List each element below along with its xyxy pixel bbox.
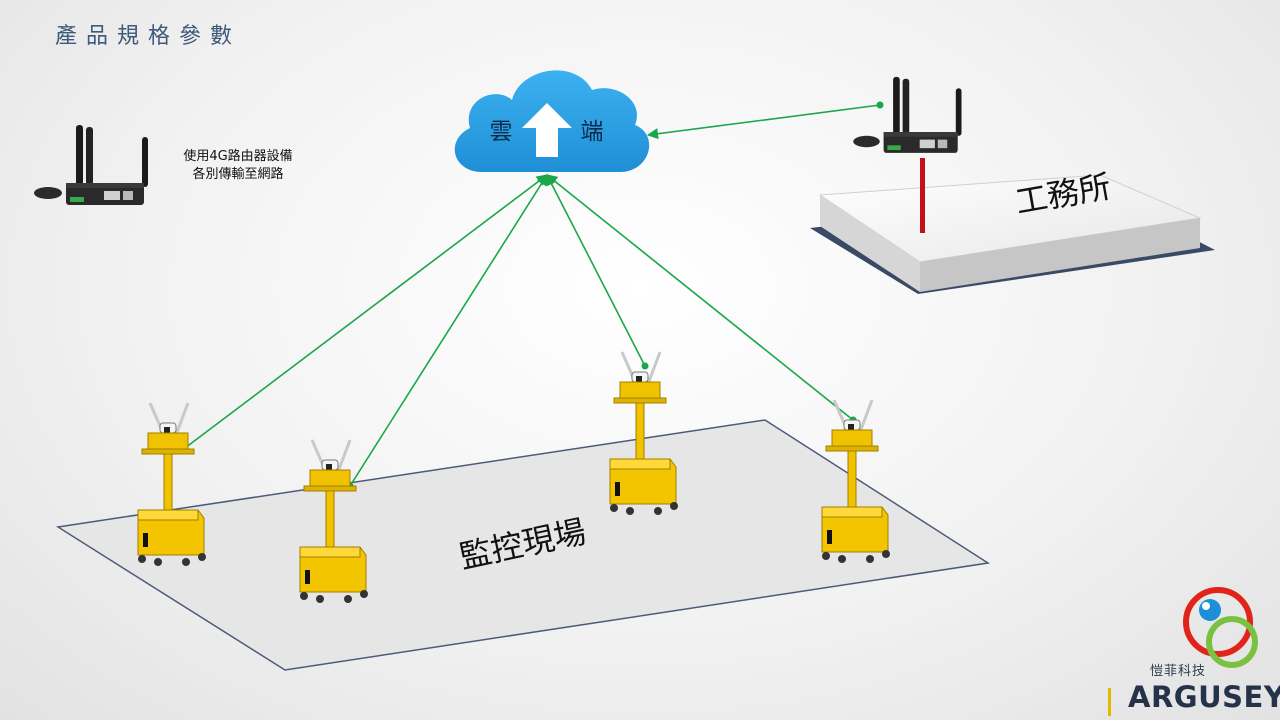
link-unit-1-to-cloud bbox=[184, 174, 548, 449]
brand-name-english: ARGUSEYE bbox=[1128, 680, 1280, 714]
office-4g-router-icon bbox=[853, 76, 962, 153]
cloud-label-right: 端 bbox=[581, 119, 604, 145]
monitoring-site-area bbox=[55, 419, 991, 671]
brand-accent-bar bbox=[1108, 688, 1111, 716]
router-note-line-2: 各別傳輸至網路 bbox=[192, 167, 284, 182]
link-unit-3-to-cloud bbox=[546, 174, 646, 367]
office-building bbox=[810, 174, 1215, 294]
link-unit-2-to-cloud bbox=[349, 174, 548, 487]
camera-tower-icon bbox=[136, 401, 208, 568]
upload-arrow-icon bbox=[522, 103, 572, 157]
office-mount-pole bbox=[920, 158, 925, 233]
link-unit-4-to-cloud bbox=[546, 174, 854, 421]
router-note-line-1: 使用4G路由器設備 bbox=[183, 149, 293, 164]
arguseye-logo-icon bbox=[1183, 587, 1258, 668]
camera-tower-icon bbox=[608, 350, 680, 517]
cloud-upload-icon bbox=[454, 70, 650, 172]
router-note: 使用4G路由器設備 各別傳輸至網路 bbox=[168, 148, 308, 184]
cloud-label-left: 雲 bbox=[490, 119, 513, 145]
4g-router-icon bbox=[34, 125, 148, 205]
brand-name-chinese: 愷菲科技 bbox=[1150, 664, 1207, 679]
page-title: 產品規格參數 bbox=[55, 24, 242, 49]
link-office-to-cloud bbox=[646, 104, 881, 140]
